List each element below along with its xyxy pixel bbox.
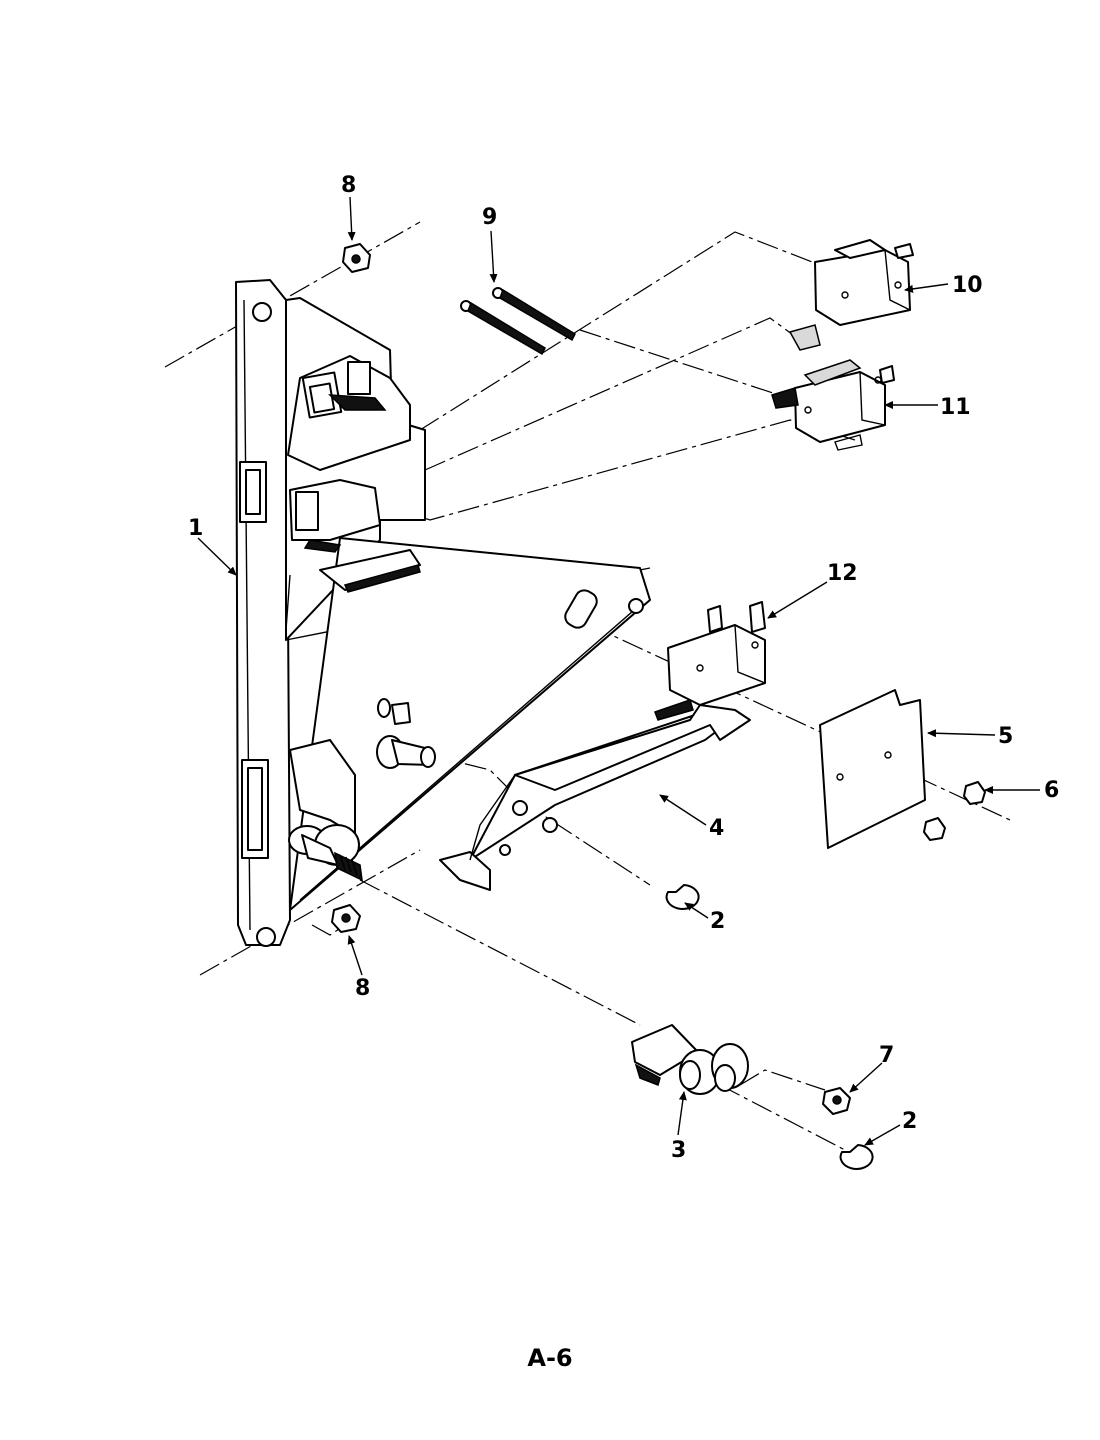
- callout-9: 9: [482, 205, 497, 230]
- callout-12: 12: [827, 561, 858, 586]
- pivot-pin: [376, 698, 436, 769]
- callout-6: 6: [1044, 778, 1059, 803]
- micro-switch-11: [771, 359, 895, 451]
- micro-switch-10: [788, 239, 914, 351]
- nut-lower: [331, 904, 361, 933]
- page-label: A-6: [527, 1344, 573, 1372]
- e-clip-upper: [665, 884, 700, 910]
- callout-labels: 8 9 10 11 12 1 5 6 4 2 8 3 7 2: [188, 173, 1059, 1163]
- hex-nut-6: [923, 781, 986, 841]
- callout-10: 10: [952, 273, 983, 298]
- callout-2-lower: 2: [902, 1109, 917, 1134]
- leader-lines: [197, 196, 1040, 1146]
- actuator-lever: [439, 704, 751, 891]
- micro-switch-12: [654, 601, 766, 721]
- insulator-plate: [819, 689, 926, 849]
- main-bracket: [235, 279, 651, 947]
- e-clip-lower: [839, 1144, 874, 1170]
- callout-8-bottom: 8: [355, 976, 370, 1001]
- callout-3: 3: [671, 1138, 686, 1163]
- callout-1: 1: [188, 516, 203, 541]
- nut-upper: [342, 243, 371, 273]
- screw-upper: [492, 287, 576, 342]
- callout-2-upper: 2: [710, 909, 725, 934]
- callout-8-top: 8: [341, 173, 356, 198]
- cam-bushing: [631, 1024, 749, 1095]
- callout-5: 5: [998, 724, 1013, 749]
- slot-and-hole: [564, 589, 644, 629]
- callout-7: 7: [879, 1043, 894, 1068]
- screw-lower: [460, 300, 546, 356]
- callout-11: 11: [940, 395, 971, 420]
- callout-4: 4: [709, 816, 724, 841]
- nut-7: [822, 1087, 851, 1115]
